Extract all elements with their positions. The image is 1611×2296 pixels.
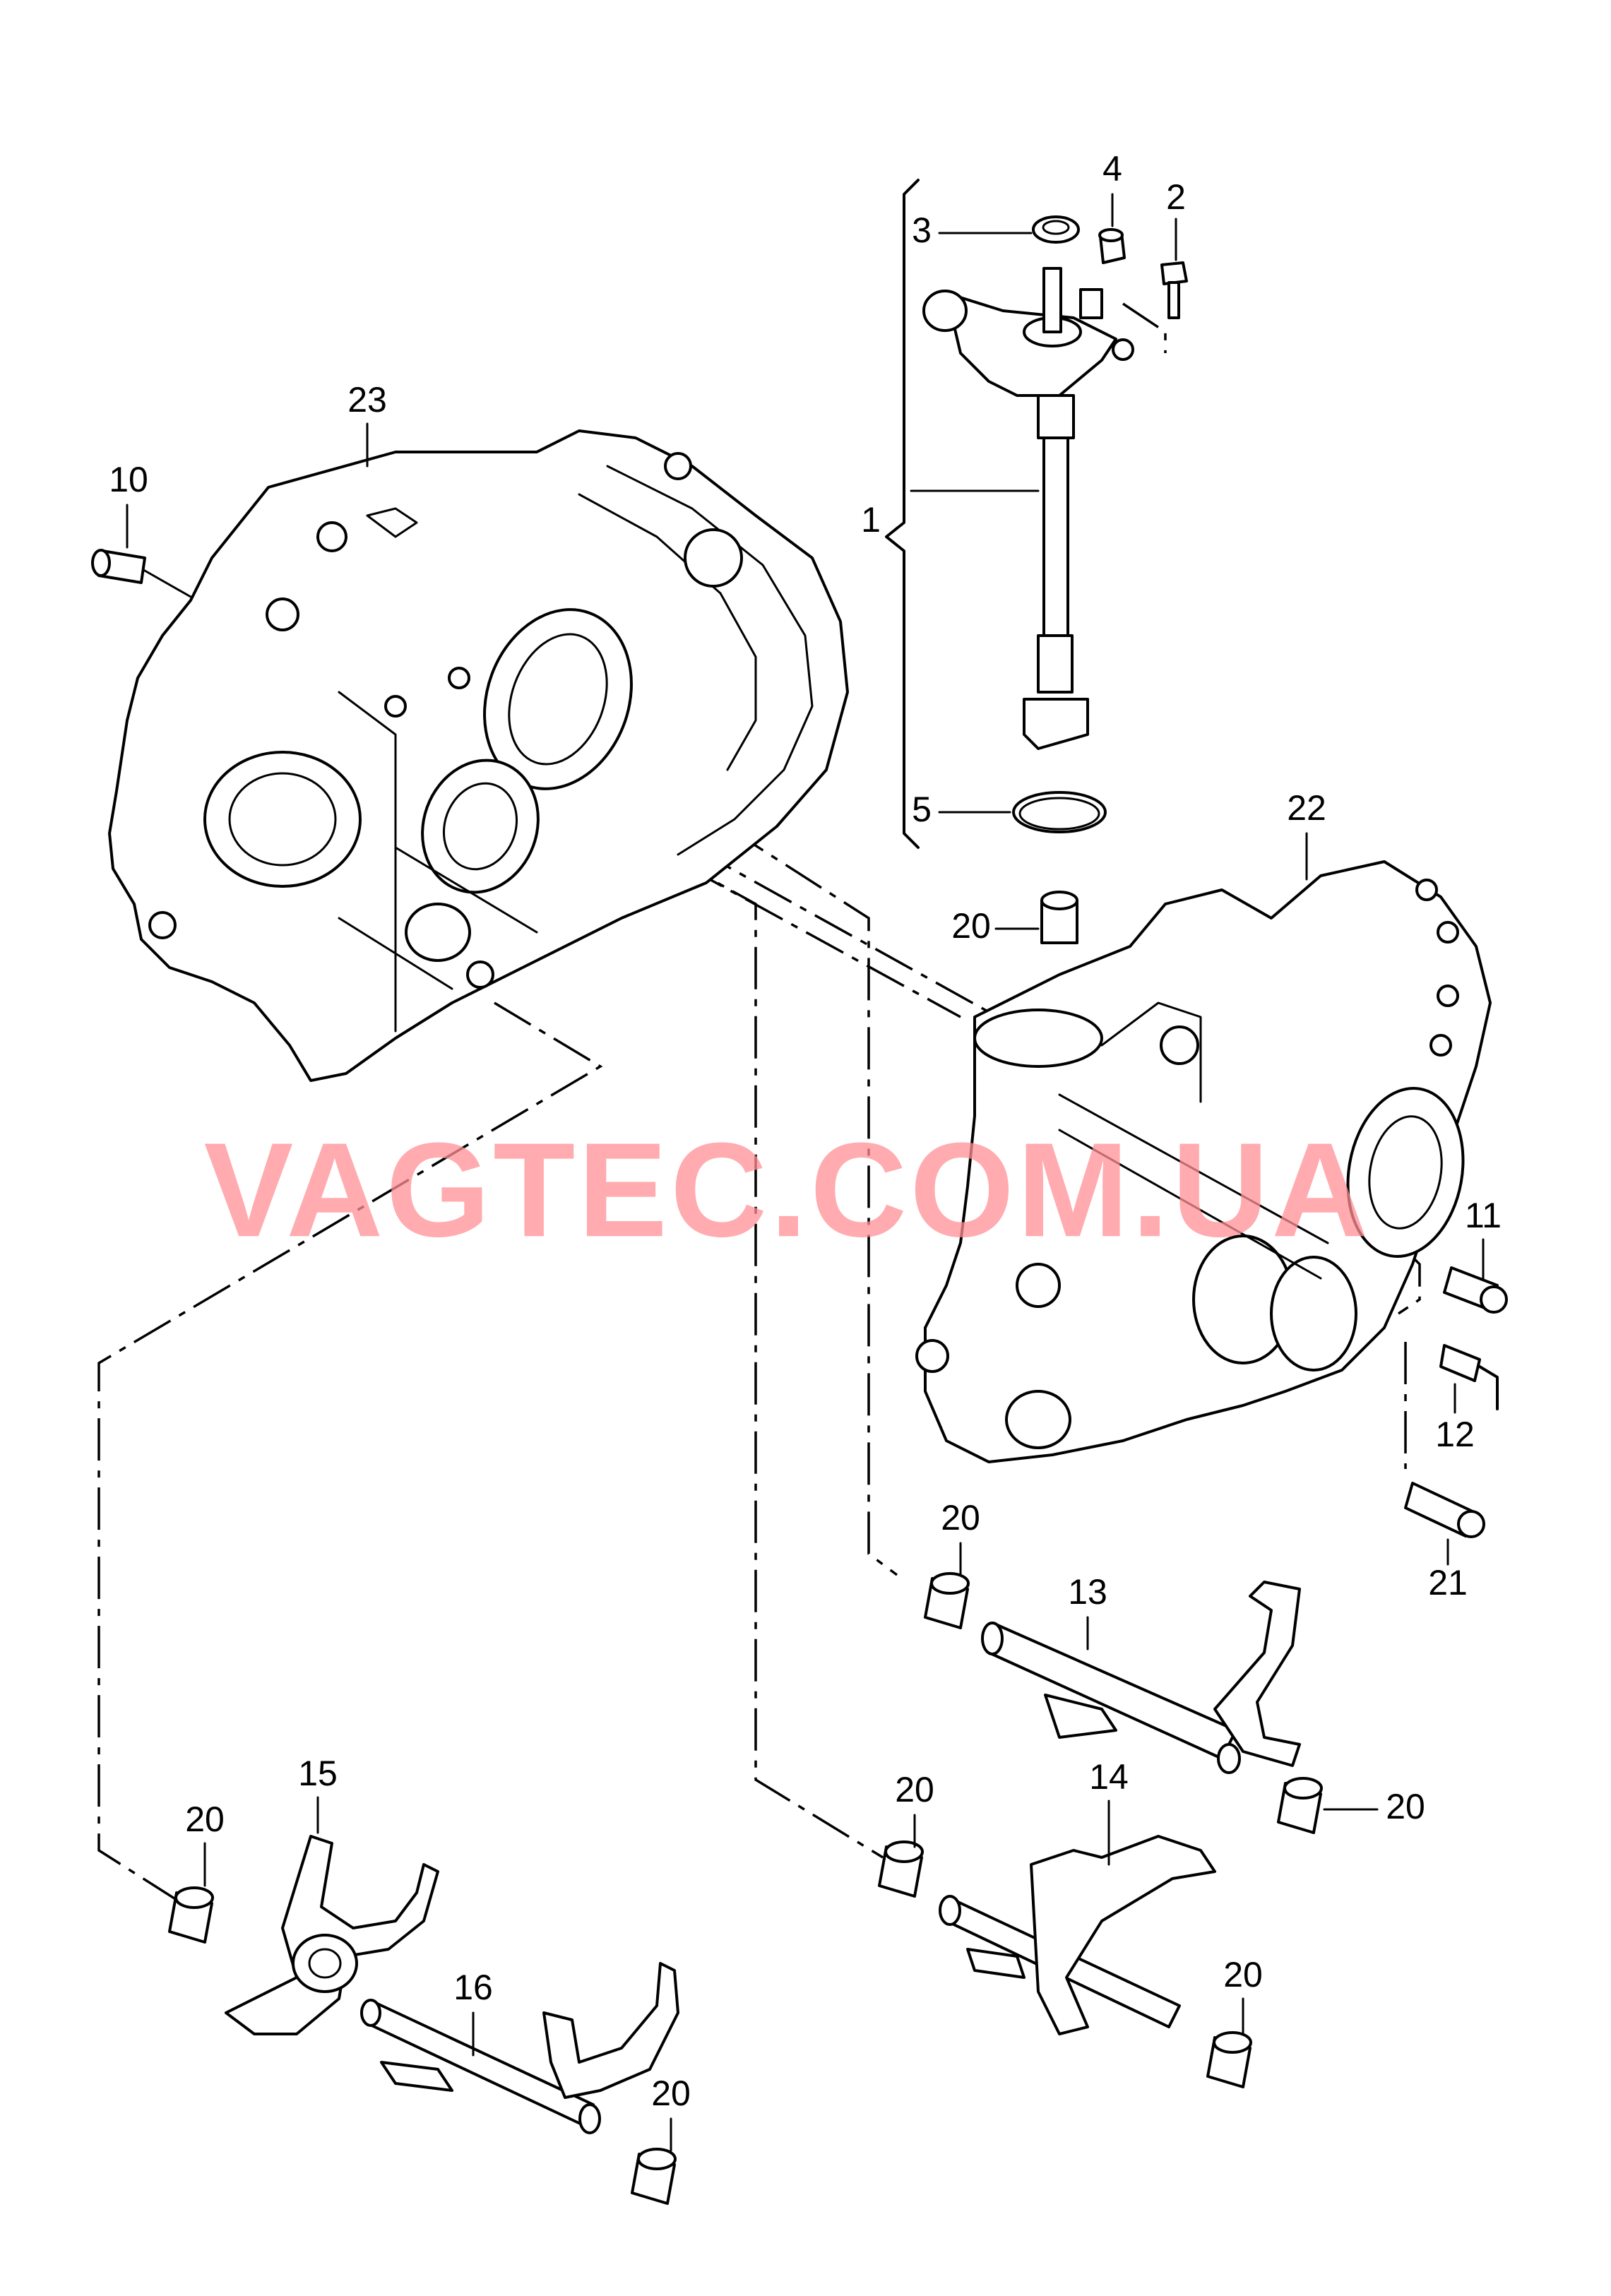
seal-ring-3 [1032, 215, 1080, 244]
bushing-20-rod16 [631, 2148, 677, 2205]
shift-fork-15 [225, 1835, 439, 2035]
sensor-12 [1439, 1344, 1499, 1410]
leader-lines [126, 179, 1485, 2152]
bushing-20-top [1040, 891, 1078, 944]
callout-22: 22 [1287, 788, 1326, 828]
cap-4 [1098, 228, 1126, 264]
callout-20-rod14-left: 20 [895, 1770, 934, 1809]
callout-20-top: 20 [951, 906, 991, 946]
gearbox-housing-left [108, 429, 849, 1082]
selector-shaft-assembly [922, 267, 1134, 750]
callout-16: 16 [453, 1968, 493, 2007]
callout-12: 12 [1435, 1415, 1475, 1454]
callout-1: 1 [861, 500, 881, 540]
watermark: VAGTEC.COM.UA [204, 1115, 1372, 1265]
callout-5: 5 [912, 790, 932, 829]
gearbox-housing-right [915, 860, 1492, 1463]
bushing-20-rod13-left [924, 1572, 970, 1629]
callout-14: 14 [1089, 1757, 1129, 1797]
o-ring-5 [1012, 791, 1107, 833]
callout-3: 3 [912, 210, 932, 250]
callout-11: 11 [1465, 1196, 1502, 1235]
callout-15: 15 [298, 1754, 338, 1793]
bushing-20-rod14-right [1206, 2031, 1252, 2088]
callout-13: 13 [1068, 1572, 1107, 1612]
bushing-20-fork15 [168, 1886, 214, 1944]
shift-rod-16 [360, 1962, 679, 2134]
shift-rod-13 [981, 1581, 1301, 1774]
bushing-20-rod14-left [878, 1840, 924, 1898]
callout-21: 21 [1428, 1563, 1468, 1602]
callout-20-fork15: 20 [185, 1800, 225, 1839]
sensor-21 [1404, 1482, 1485, 1538]
callout-10: 10 [109, 460, 148, 499]
callout-20-rod13-right: 20 [1386, 1787, 1425, 1826]
callout-23: 23 [347, 380, 387, 420]
bolt-2 [1160, 261, 1188, 319]
callout-20-rod16: 20 [651, 2074, 691, 2113]
pin-10 [91, 549, 192, 598]
shift-rod-14 [939, 1835, 1216, 2035]
callout-20-rod14-right: 20 [1223, 1955, 1263, 1994]
callout-4: 4 [1102, 149, 1122, 189]
sensor-11 [1443, 1266, 1508, 1314]
callout-20-rod13-left: 20 [941, 1498, 980, 1537]
bushing-20-rod13-right [1277, 1777, 1323, 1834]
callout-2: 2 [1166, 177, 1186, 217]
callout-labels: 1 2 3 4 5 10 11 12 13 14 15 16 20 20 20 … [109, 149, 1502, 2113]
